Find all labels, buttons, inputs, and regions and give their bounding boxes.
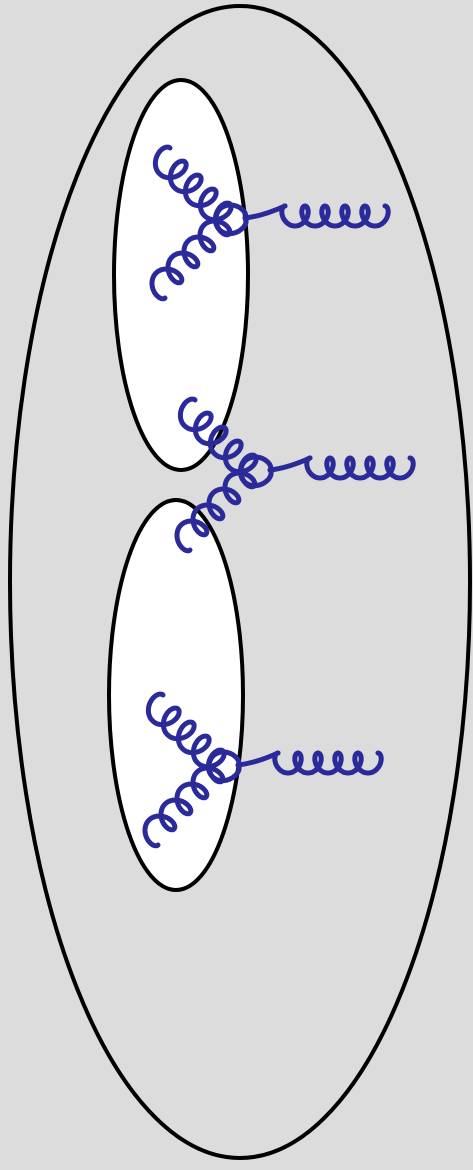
helix-arm-right (275, 753, 381, 773)
helix-arm-right (282, 206, 388, 226)
helix-linker (238, 753, 278, 765)
helix-arm-right (307, 458, 413, 478)
helix-linker (245, 206, 285, 218)
helix-linker (270, 458, 310, 470)
inner-region-lower (109, 500, 243, 890)
